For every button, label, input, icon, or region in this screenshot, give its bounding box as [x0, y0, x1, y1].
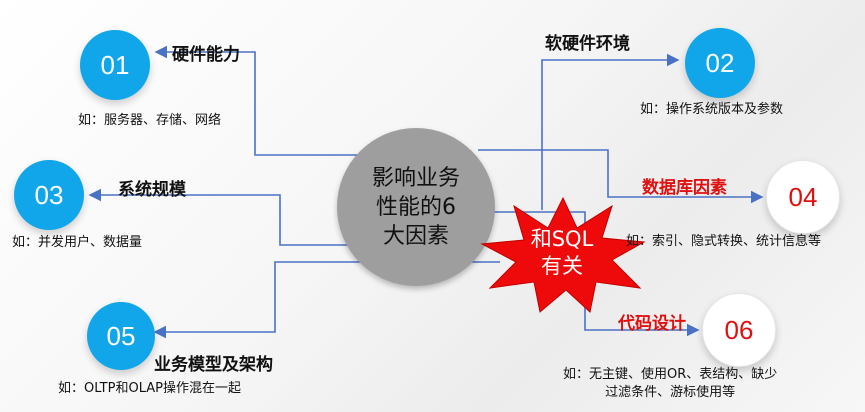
- factor-01-circle: 01: [80, 30, 150, 100]
- starburst-line2: 有关: [541, 254, 583, 278]
- factor-05-circle: 05: [87, 302, 155, 370]
- connector-04: [478, 149, 764, 204]
- factor-01-detail: 如：服务器、存储、网络: [78, 113, 222, 128]
- factor-01-label: 硬件能力: [172, 45, 240, 65]
- factor-04-number: 04: [788, 181, 818, 212]
- factor-02-detail: 如：操作系统版本及参数: [640, 102, 784, 117]
- connector-02: [541, 53, 680, 210]
- factor-04-label: 数据库因素: [642, 178, 727, 198]
- factor-06-detail-line2: 过滤条件、游标使用等: [605, 385, 736, 400]
- factor-06-number: 06: [724, 314, 754, 345]
- sql-starburst: [480, 196, 646, 313]
- center-title-line2: 性能的6: [376, 194, 456, 220]
- starburst-text: 和SQL 有关: [512, 226, 612, 280]
- factor-05-number: 05: [106, 320, 136, 351]
- factor-01-number: 01: [100, 49, 130, 80]
- center-title-line3: 大因素: [382, 223, 449, 249]
- factor-03-number: 03: [34, 179, 64, 210]
- center-topic-circle: 影响业务 性能的6 大因素: [337, 128, 495, 286]
- factor-02-number: 02: [705, 47, 735, 78]
- starburst-line1: 和SQL: [530, 227, 594, 251]
- factor-06-circle: 06: [702, 293, 776, 367]
- center-title-line1: 影响业务: [371, 165, 460, 191]
- starburst-shape: [480, 196, 646, 313]
- factor-04-detail: 如：索引、隐式转换、统计信息等: [626, 234, 822, 249]
- factor-03-circle: 03: [14, 160, 84, 230]
- factor-06-detail: 如：无主键、使用OR、表结构、缺少 过滤条件、游标使用等: [563, 366, 777, 402]
- factor-06-label: 代码设计: [618, 314, 686, 334]
- factor-05-detail: 如：OLTP和OLAP操作混在一起: [58, 381, 241, 396]
- connector-01: [154, 45, 360, 156]
- factor-03-detail: 如：并发用户、数据量: [12, 235, 143, 250]
- factor-02-circle: 02: [685, 28, 755, 98]
- factor-05-label: 业务模型及架构: [154, 355, 273, 375]
- factor-02-label: 软硬件环境: [545, 34, 630, 54]
- connector-03: [88, 188, 348, 246]
- factor-03-label: 系统规模: [118, 180, 186, 200]
- factor-04-circle: 04: [766, 160, 840, 234]
- factor-06-detail-line1: 如：无主键、使用OR、表结构、缺少: [563, 367, 778, 382]
